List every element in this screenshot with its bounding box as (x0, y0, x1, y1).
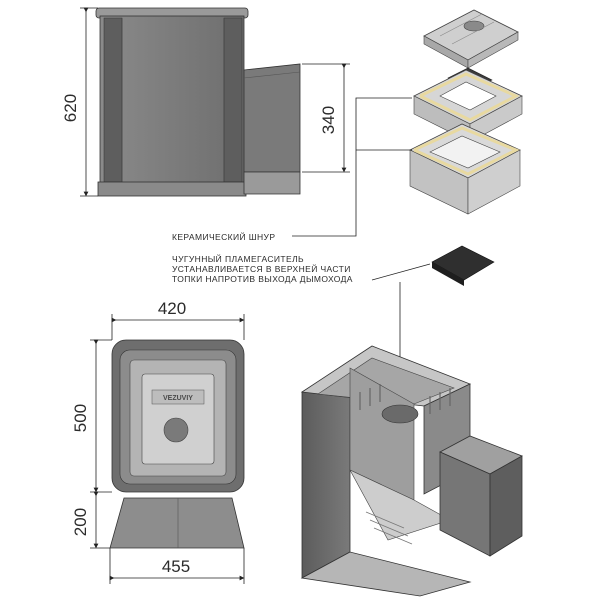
exploded-top-cover (423, 9, 519, 69)
dimension-front-height: 620 (61, 7, 98, 197)
dimension-bottom-width: 455 (109, 548, 245, 584)
label-deflector-line3: ТОПКИ НАПРОТИВ ВЫХОДА ДЫМОХОДА (172, 274, 353, 284)
dim-200: 200 (71, 508, 90, 536)
dimension-top-width: 420 (111, 299, 245, 340)
dimension-chimney-height: 340 (302, 63, 350, 173)
dim-620: 620 (61, 94, 80, 122)
dimension-top-depth: 500 (71, 339, 112, 493)
side-elevation (95, 7, 301, 197)
cutaway-view (300, 345, 523, 597)
leader-ceramic-cord: КЕРАМИЧЕСКИЙ ШНУР (172, 97, 412, 242)
dim-340: 340 (319, 106, 338, 134)
label-ceramic-cord: КЕРАМИЧЕСКИЙ ШНУР (172, 231, 275, 242)
label-deflector-line1: ЧУГУННЫЙ ПЛАМЕГАСИТЕЛЬ (172, 253, 304, 264)
cast-iron-deflector (431, 245, 495, 286)
dimension-bottom-height: 200 (71, 491, 110, 549)
dim-420: 420 (158, 299, 186, 318)
label-deflector-line2: УСТАНАВЛИВАЕТСЯ В ВЕРХНЕЙ ЧАСТИ (172, 263, 351, 274)
exploded-firebox (409, 123, 521, 215)
brand-label: VEZUVIY (163, 395, 193, 402)
dim-455: 455 (162, 557, 190, 576)
dim-500: 500 (71, 404, 90, 432)
top-view: VEZUVIY (109, 339, 245, 549)
